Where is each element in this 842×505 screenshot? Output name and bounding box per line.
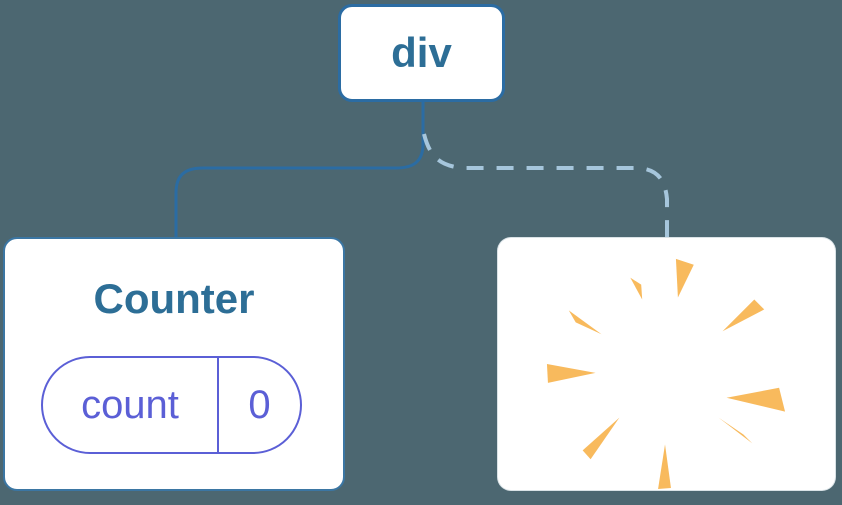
state-name: count [81,383,179,427]
poof-ray [722,299,765,332]
connector-dashed-line [422,133,669,240]
poof-ray [582,417,620,460]
state-pill: count 0 [41,356,302,454]
poof-ray [658,444,671,490]
tree-node-root: div [338,4,505,102]
poof-ray [726,387,786,412]
poof-ray [718,417,753,444]
counter-title: Counter [93,275,255,322]
tree-node-counter: Counter count 0 [3,237,345,491]
poof-rays [546,258,786,490]
root-node-label: div [391,29,452,76]
state-pill-key-cell: count [43,358,219,452]
state-pill-value-cell: 0 [219,358,300,452]
tree-node-removed [497,237,836,491]
poof-ray [546,364,596,383]
poof-ray [675,258,694,298]
poof-ray [630,277,643,300]
connector-solid-line [174,99,425,242]
poof-ray [568,310,602,335]
state-value: 0 [248,383,271,427]
poof-starburst-icon [546,258,786,490]
